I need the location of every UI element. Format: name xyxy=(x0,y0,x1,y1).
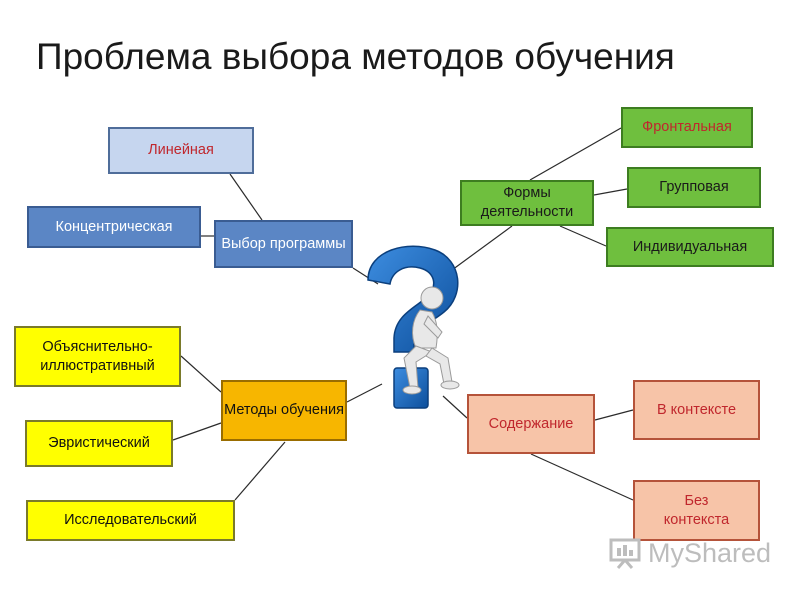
node-soderzhanie: Содержание xyxy=(467,394,595,454)
node-formy-deyatelnosti: Формы деятельности xyxy=(460,180,594,226)
node-vybor-programmy: Выбор программы xyxy=(214,220,353,268)
question-mark-figure-icon xyxy=(367,245,460,409)
node-individualnaya-label: Индивидуальная xyxy=(632,238,748,255)
node-issledovatelskiy-label: Исследовательский xyxy=(64,512,197,529)
node-evristicheskiy-label: Эвристический xyxy=(48,435,150,452)
connector-issledovatelskiy xyxy=(234,441,286,501)
node-vybor-programmy-label: Выбор программы xyxy=(221,235,346,252)
connector-lineynaya xyxy=(229,173,263,221)
node-frontalnaya-label: Фронтальная xyxy=(642,119,732,136)
connector-bez-konteksta xyxy=(530,453,634,501)
watermark-text: MyShared xyxy=(648,537,772,568)
slide-title: Проблема выбора методов обучения xyxy=(36,36,675,77)
node-evristicheskiy: Эвристический xyxy=(25,420,173,467)
node-bez-konteksta-label: Без контекста xyxy=(663,492,730,528)
node-obyasnitelno: Объяснительно-иллюстративный xyxy=(14,326,181,387)
node-formy-deyatelnosti-label: Формы деятельности xyxy=(480,185,574,220)
node-v-kontekste: В контексте xyxy=(633,380,760,440)
connector-v-kontekste xyxy=(594,409,634,421)
connector-gruppovaya xyxy=(593,188,628,196)
node-individualnaya: Индивидуальная xyxy=(606,227,774,267)
node-issledovatelskiy: Исследовательский xyxy=(26,500,235,541)
node-v-kontekste-label: В контексте xyxy=(656,401,737,418)
node-lineynaya-label: Линейная xyxy=(148,142,214,159)
connector-formy-center xyxy=(451,225,513,271)
connector-soderzhanie-center xyxy=(442,395,468,419)
node-kontsentricheskaya: Концентрическая xyxy=(27,206,201,248)
watermark: MyShared xyxy=(608,536,771,570)
node-obyasnitelno-label: Объяснительно-иллюстративный xyxy=(40,338,155,374)
node-frontalnaya: Фронтальная xyxy=(621,107,753,148)
node-gruppovaya: Групповая xyxy=(627,167,761,208)
node-metody-obucheniya: Методы обучения xyxy=(221,380,347,441)
connector-individualnaya xyxy=(559,225,607,247)
connector-obyasnitelno xyxy=(180,355,222,393)
node-soderzhanie-label: Содержание xyxy=(488,415,574,432)
node-bez-konteksta: Без контекста xyxy=(633,480,760,541)
node-metody-obucheniya-label: Методы обучения xyxy=(224,402,344,419)
node-lineynaya: Линейная xyxy=(108,127,254,174)
connector-metody-center xyxy=(346,383,383,403)
node-gruppovaya-label: Групповая xyxy=(659,179,729,196)
connector-frontalnaya xyxy=(529,127,622,181)
connector-evristicheskiy xyxy=(172,422,222,441)
presentation-board-icon xyxy=(609,538,641,569)
node-kontsentricheskaya-label: Концентрическая xyxy=(55,218,173,235)
